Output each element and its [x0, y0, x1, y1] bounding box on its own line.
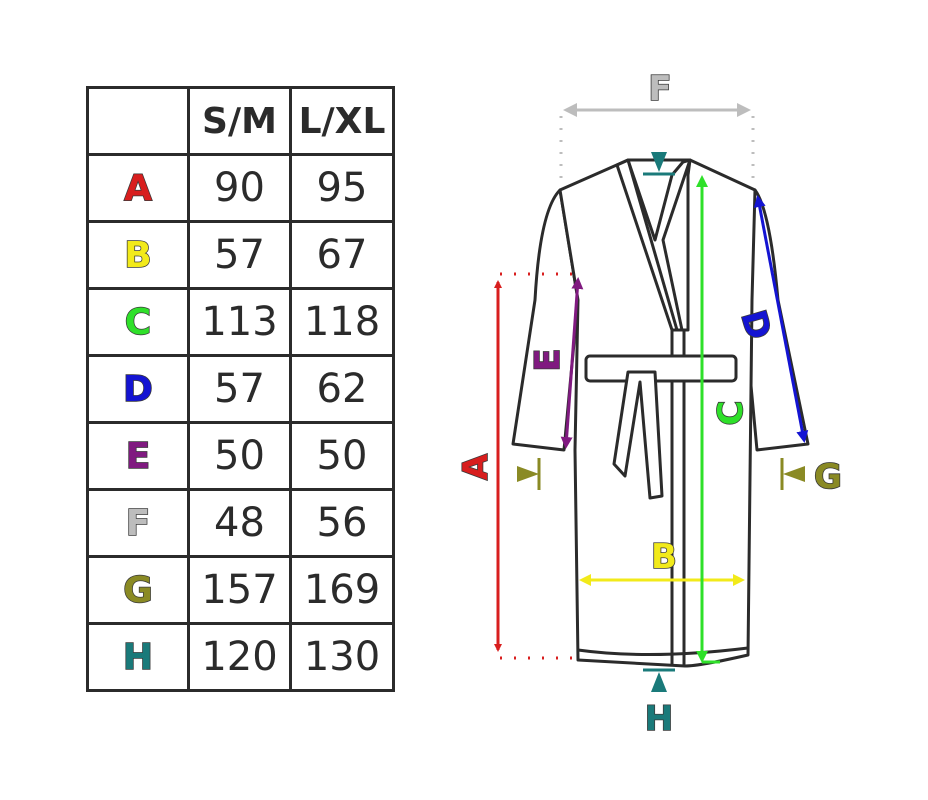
value-sm-cell: 90: [187, 153, 292, 223]
robe-hem: [577, 646, 749, 657]
label-e: E: [528, 348, 568, 371]
measurement-letter-cell: F: [86, 488, 190, 558]
arrow-d: [753, 195, 809, 443]
measurement-letter-cell: B: [86, 220, 190, 290]
label-h: H: [645, 699, 673, 739]
value-lxl-cell: 130: [289, 622, 395, 692]
measurement-letter: F: [125, 502, 151, 545]
arrow-g-right: [783, 466, 805, 482]
label-a: A: [456, 453, 496, 480]
measurement-letter-cell: A: [86, 153, 190, 223]
label-c: C: [711, 401, 751, 426]
value-lxl-cell: 56: [289, 488, 395, 558]
header-size-lxl: L/XL: [289, 86, 395, 156]
measurement-letter: E: [125, 435, 151, 478]
value-sm-cell: 50: [187, 421, 292, 491]
arrow-h-bottom: [651, 672, 667, 692]
arrow-h-top: [651, 152, 667, 172]
measurement-letter: H: [122, 636, 154, 679]
measurement-letter-cell: H: [86, 622, 190, 692]
value-sm-cell: 48: [187, 488, 292, 558]
value-lxl-cell: 67: [289, 220, 395, 290]
measurement-letter-cell: G: [86, 555, 190, 625]
value-sm-cell: 113: [187, 287, 292, 357]
measurement-letter-cell: C: [86, 287, 190, 357]
robe-collar-right: [661, 159, 692, 331]
arrow-g-left: [517, 466, 539, 482]
value-lxl-cell: 95: [289, 153, 395, 223]
robe-belt-knot: [612, 370, 664, 500]
value-sm-cell: 57: [187, 220, 292, 290]
table-header-row: S/M L/XL: [86, 86, 395, 156]
measurement-letter-cell: D: [86, 354, 190, 424]
robe-collar-inner: [626, 159, 679, 331]
measurement-letter: B: [124, 234, 153, 277]
value-sm-cell: 157: [187, 555, 292, 625]
measurement-letter: C: [124, 301, 152, 344]
value-sm-cell: 57: [187, 354, 292, 424]
value-sm-cell: 120: [187, 622, 292, 692]
value-lxl-cell: 50: [289, 421, 395, 491]
measurement-letter: A: [123, 167, 152, 210]
value-lxl-cell: 169: [289, 555, 395, 625]
header-corner-cell: [86, 86, 190, 156]
label-g: G: [814, 457, 842, 497]
robe-collar-outer: [615, 158, 692, 332]
value-lxl-cell: 62: [289, 354, 395, 424]
robe-belt: [584, 354, 738, 383]
measurement-letter: D: [122, 368, 153, 411]
measurement-letter: G: [122, 569, 153, 612]
robe-diagram: F A E C D B G H: [455, 68, 843, 740]
header-size-sm: S/M: [187, 86, 292, 156]
measurement-guides: [494, 103, 809, 692]
value-lxl-cell: 118: [289, 287, 395, 357]
label-b: B: [651, 537, 677, 577]
arrow-e: [560, 277, 584, 449]
measurement-letter-cell: E: [86, 421, 190, 491]
label-f: F: [648, 69, 671, 109]
